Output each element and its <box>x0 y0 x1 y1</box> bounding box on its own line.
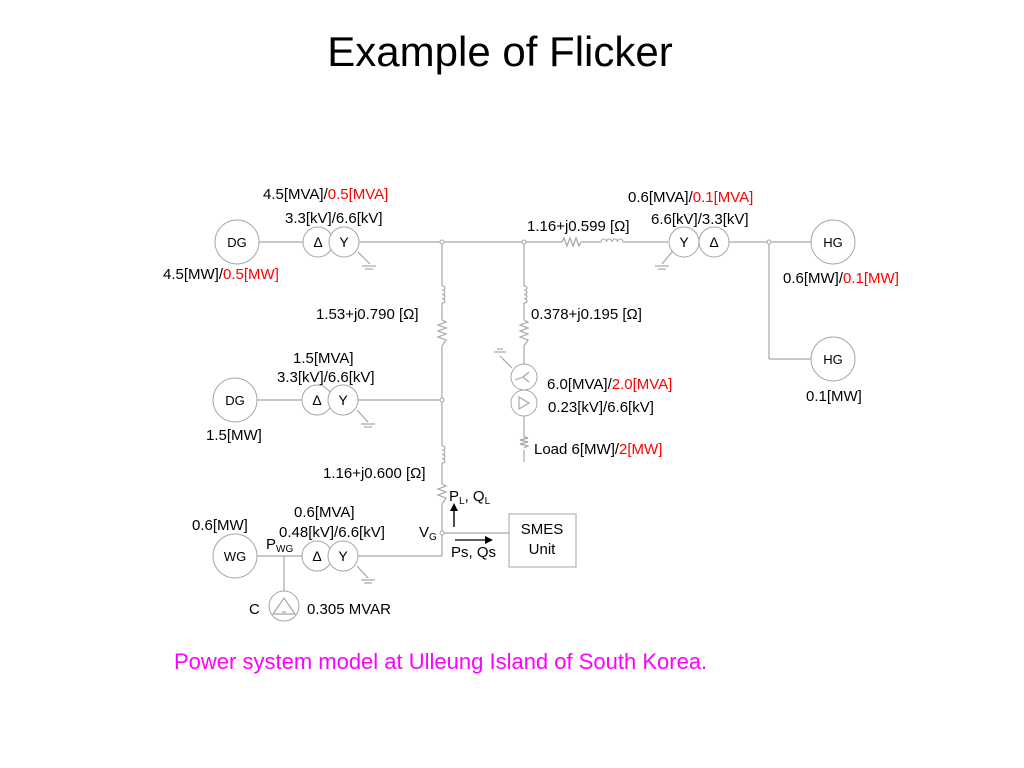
bus-node <box>439 530 445 536</box>
generator-dg-2[interactable]: DG <box>212 377 258 423</box>
bus-node <box>766 239 772 245</box>
ground-icon <box>362 265 376 270</box>
hg2-power-label: 0.1[MW] <box>806 388 862 405</box>
transformer-dg-1[interactable]: Δ Y <box>302 226 360 258</box>
delta-symbol: Δ <box>312 392 321 408</box>
dg2-rating-label: 1.5[MVA] <box>293 350 354 367</box>
wg-power-label: 0.6[MW] <box>192 517 248 534</box>
smes-unit[interactable]: SMES Unit <box>508 513 577 568</box>
ps-qs-label: Ps, Qs <box>451 544 496 561</box>
smes-label: Unit <box>529 541 557 558</box>
inductor-icon <box>523 285 528 304</box>
generator-label: WG <box>224 549 246 564</box>
hg-rating-label: 0.6[MVA]/0.1[MVA] <box>628 189 753 206</box>
dg1-rating-label: 4.5[MVA]/0.5[MVA] <box>263 186 388 203</box>
resistor-icon <box>436 483 448 505</box>
inductor-icon <box>441 445 446 464</box>
load-label: Load 6[MW]/2[MW] <box>534 441 662 458</box>
resistor-icon <box>519 436 530 449</box>
wiring <box>256 241 815 592</box>
delta-symbol: Δ <box>313 234 322 250</box>
hg-voltage-label: 6.6[kV]/3.3[kV] <box>651 211 749 228</box>
right-arrow-icon <box>455 536 493 544</box>
transformer-wg[interactable]: Δ Y <box>301 540 359 572</box>
dg1-voltage-label: 3.3[kV]/6.6[kV] <box>285 210 383 227</box>
wye-symbol: Y <box>679 234 689 250</box>
load-transformer-rating: 6.0[MVA]/2.0[MVA] <box>547 376 672 393</box>
bus-node <box>439 239 445 245</box>
generator-label: HG <box>823 235 843 250</box>
ground-icon <box>361 579 375 584</box>
delta-symbol: Δ <box>312 548 321 564</box>
line-impedance-top: 1.16+j0.599 [Ω] <box>527 218 630 235</box>
transformer-hg[interactable]: Y Δ <box>668 226 730 258</box>
dg2-voltage-label: 3.3[kV]/6.6[kV] <box>277 369 375 386</box>
up-arrow-icon <box>450 503 458 527</box>
capacitor-bank[interactable] <box>268 590 300 622</box>
bus-node <box>439 397 445 403</box>
wg-voltage-label: 0.48[kV]/6.6[kV] <box>279 524 385 541</box>
wye-symbol: Y <box>338 392 348 408</box>
generator-dg-1[interactable]: DG <box>214 219 260 265</box>
pwg-label: PWG <box>266 536 293 555</box>
capacitor-value: 0.305 MVAR <box>307 601 391 618</box>
generator-label: DG <box>225 393 245 408</box>
generator-label: DG <box>227 235 247 250</box>
resistor-icon <box>561 236 582 248</box>
wg-rating-label: 0.6[MVA] <box>294 504 355 521</box>
page-title: Example of Flicker <box>327 28 673 75</box>
wye-symbol: Y <box>339 234 349 250</box>
bus-node <box>521 239 527 245</box>
delta-symbol: Δ <box>709 234 718 250</box>
generator-hg-2[interactable]: HG <box>810 336 856 382</box>
smes-label: SMES <box>521 521 564 538</box>
pl-ql-label: PL, QL <box>449 488 491 507</box>
hg1-power-label: 0.6[MW]/0.1[MW] <box>783 270 899 287</box>
dg2-power-label: 1.5[MW] <box>206 427 262 444</box>
figure-caption: Power system model at Ulleung Island of … <box>174 649 708 674</box>
vg-label: VG <box>419 524 437 543</box>
load-transformer-voltage: 0.23[kV]/6.6[kV] <box>548 399 654 416</box>
wye-symbol: Y <box>338 548 348 564</box>
resistor-icon <box>436 319 448 347</box>
dg1-power-label: 4.5[MW]/0.5[MW] <box>163 266 279 283</box>
generator-hg-1[interactable]: HG <box>810 219 856 265</box>
ground-icon <box>361 423 375 428</box>
ground-icon <box>494 348 506 353</box>
line-impedance-left: 1.53+j0.790 [Ω] <box>316 306 419 323</box>
line-impedance-bottom: 1.16+j0.600 [Ω] <box>323 465 426 482</box>
transformer-load[interactable] <box>510 363 538 417</box>
generator-label: HG <box>823 352 843 367</box>
inductor-icon <box>441 285 446 304</box>
transformer-dg-2[interactable]: Δ Y <box>301 384 359 416</box>
ground-icon <box>655 265 669 270</box>
inductor-icon <box>600 238 624 243</box>
capacitor-label: C <box>249 601 260 618</box>
resistor-icon <box>518 319 530 347</box>
line-impedance-right: 0.378+j0.195 [Ω] <box>531 306 642 323</box>
generator-wg[interactable]: WG <box>212 533 258 579</box>
